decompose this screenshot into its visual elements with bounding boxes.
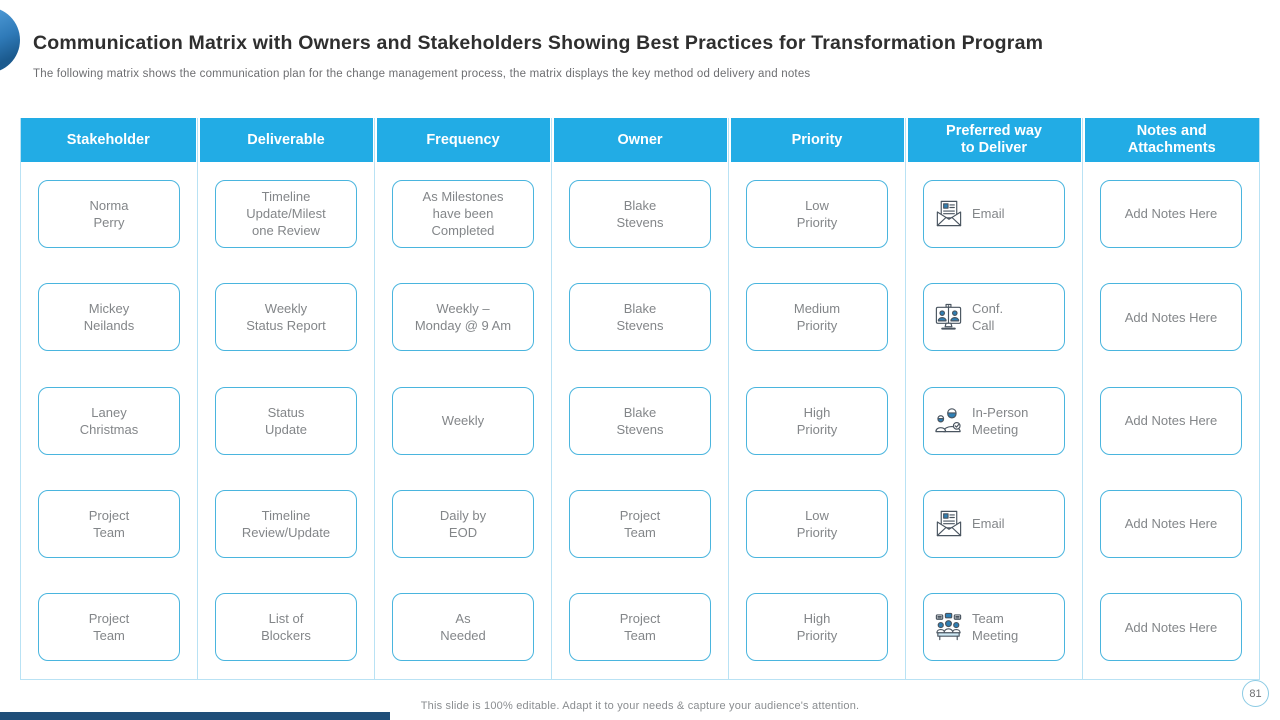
deliverable-cell[interactable]: Status Update (215, 386, 357, 455)
stakeholder-cell[interactable]: Mickey Neilands (38, 283, 180, 352)
page-number-badge: 81 (1242, 680, 1269, 707)
page-title: Communication Matrix with Owners and Sta… (33, 32, 1044, 54)
preferred-way-cell[interactable]: In-Person Meeting (923, 386, 1065, 455)
frequency-cell[interactable]: Daily by EOD (392, 489, 534, 558)
conference-call-icon (935, 303, 962, 330)
notes-cell[interactable]: Add Notes Here (1100, 386, 1242, 455)
header-block: Communication Matrix with Owners and Sta… (33, 30, 1253, 80)
preferred-way-cell[interactable]: Email (923, 489, 1065, 558)
deliverable-cell[interactable]: Timeline Update/Milest one Review (215, 179, 357, 248)
owner-cell[interactable]: Blake Stevens (569, 283, 711, 352)
preferred-way-label: Conf. Call (972, 301, 1004, 334)
column-header-deliverable: Deliverable (199, 118, 373, 162)
preferred-way-label: Email (972, 516, 1005, 532)
preferred-way-cell[interactable]: Conf. Call (923, 283, 1065, 352)
column-preferred-way: Preferred way to Deliver Email (906, 118, 1083, 679)
column-header-notes: Notes and Attachments (1084, 118, 1259, 162)
email-icon (936, 201, 962, 227)
column-priority: Priority Low Priority Medium Priority Hi… (729, 118, 906, 679)
notes-cell[interactable]: Add Notes Here (1100, 593, 1242, 662)
notes-cell[interactable]: Add Notes Here (1100, 489, 1242, 558)
column-header-frequency: Frequency (376, 118, 550, 162)
priority-cell[interactable]: High Priority (746, 593, 888, 662)
stakeholder-cell[interactable]: Laney Christmas (38, 386, 180, 455)
preferred-way-label: In-Person Meeting (972, 404, 1029, 437)
team-meeting-icon (935, 612, 962, 641)
column-header-stakeholder: Stakeholder (21, 118, 196, 162)
communication-matrix-table: Stakeholder Norma Perry Mickey Neilands … (20, 118, 1260, 680)
frequency-cell[interactable]: As Milestones have been Completed (392, 179, 534, 248)
owner-cell[interactable]: Project Team (569, 489, 711, 558)
owner-cell[interactable]: Blake Stevens (569, 179, 711, 248)
frequency-cell[interactable]: As Needed (392, 593, 534, 662)
logo-circle (0, 7, 20, 73)
deliverable-cell[interactable]: Timeline Review/Update (215, 489, 357, 558)
column-stakeholder: Stakeholder Norma Perry Mickey Neilands … (21, 118, 198, 679)
column-owner: Owner Blake Stevens Blake Stevens Blake … (552, 118, 729, 679)
column-deliverable: Deliverable Timeline Update/Milest one R… (198, 118, 375, 679)
deliverable-cell[interactable]: Weekly Status Report (215, 283, 357, 352)
preferred-way-label: Team Meeting (972, 611, 1019, 644)
bottom-accent-bar (0, 712, 390, 720)
frequency-cell[interactable]: Weekly (392, 386, 534, 455)
page-subtitle: The following matrix shows the communica… (33, 68, 811, 80)
preferred-way-cell[interactable]: Email (923, 179, 1065, 248)
owner-cell[interactable]: Project Team (569, 593, 711, 662)
column-header-owner: Owner (553, 118, 727, 162)
priority-cell[interactable]: Low Priority (746, 179, 888, 248)
priority-cell[interactable]: Low Priority (746, 489, 888, 558)
frequency-cell[interactable]: Weekly – Monday @ 9 Am (392, 283, 534, 352)
stakeholder-cell[interactable]: Norma Perry (38, 179, 180, 248)
notes-cell[interactable]: Add Notes Here (1100, 179, 1242, 248)
stakeholder-cell[interactable]: Project Team (38, 593, 180, 662)
column-header-priority: Priority (730, 118, 904, 162)
preferred-way-label: Email (972, 206, 1005, 222)
priority-cell[interactable]: High Priority (746, 386, 888, 455)
in-person-meeting-icon (935, 408, 961, 433)
column-header-preferred-way: Preferred way to Deliver (907, 118, 1081, 162)
deliverable-cell[interactable]: List of Blockers (215, 593, 357, 662)
email-icon (936, 511, 962, 537)
notes-cell[interactable]: Add Notes Here (1100, 283, 1242, 352)
preferred-way-cell[interactable]: Team Meeting (923, 593, 1065, 662)
editable-note: This slide is 100% editable. Adapt it to… (420, 700, 860, 712)
column-notes: Notes and Attachments Add Notes Here Add… (1083, 118, 1259, 679)
priority-cell[interactable]: Medium Priority (746, 283, 888, 352)
column-frequency: Frequency As Milestones have been Comple… (375, 118, 552, 679)
stakeholder-cell[interactable]: Project Team (38, 489, 180, 558)
owner-cell[interactable]: Blake Stevens (569, 386, 711, 455)
